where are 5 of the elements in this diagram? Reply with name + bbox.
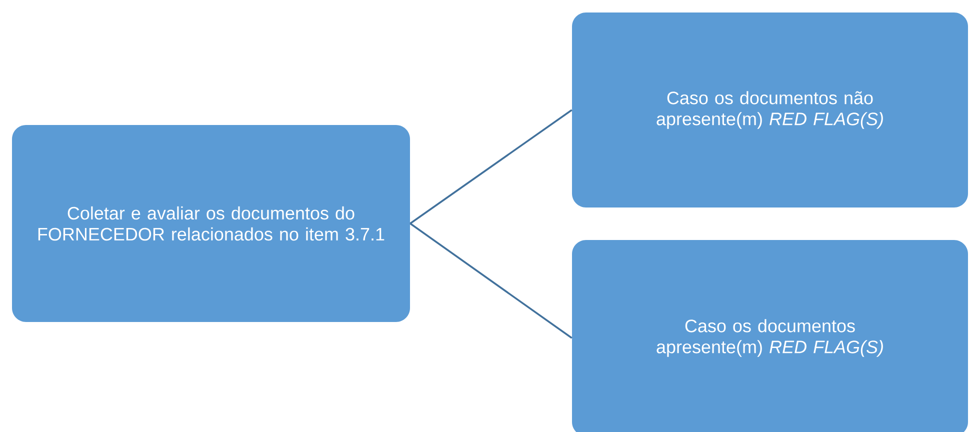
process-box: Caso os documentos apresente(m) RED FLAG(S) xyxy=(572,240,968,432)
connector-line xyxy=(410,222,572,339)
process-box: Coletar e avaliar os documentos do FORNECEDOR relacionados no item 3.7.1 xyxy=(12,125,410,322)
connector-line xyxy=(410,109,572,224)
process-box: Caso os documentos não apresente(m) RED FLAG(S) xyxy=(572,12,968,208)
